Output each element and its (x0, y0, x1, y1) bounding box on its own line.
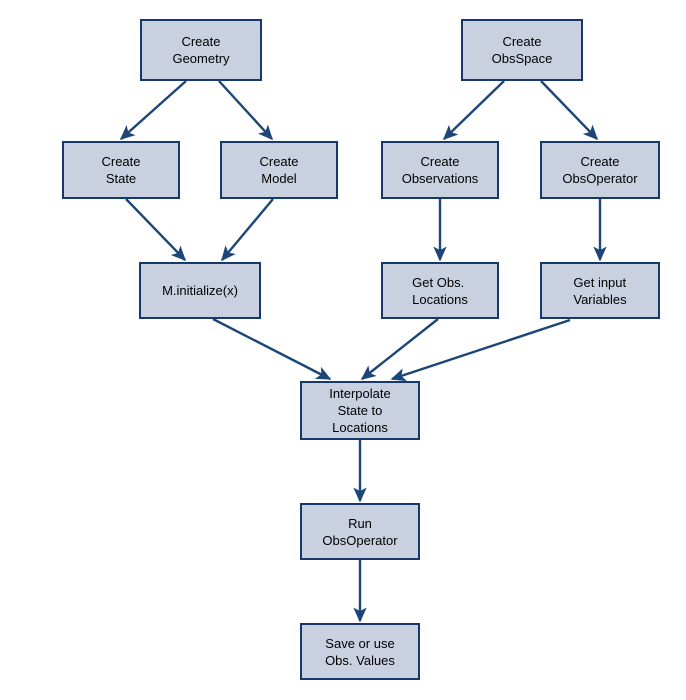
edge-obsspace-to-observations (442, 80, 505, 141)
node-create_observations[interactable]: Create Observations (381, 141, 499, 199)
node-create_obsoperator[interactable]: Create ObsOperator (540, 141, 660, 199)
edge-initialize-to-interpolate (212, 317, 332, 381)
edge-variables-to-interpolate (390, 318, 571, 382)
node-label: Save or use Obs. Values (325, 635, 395, 668)
edge-model-to-initialize (221, 198, 274, 262)
node-label: Create State (101, 154, 141, 186)
node-create_state[interactable]: Create State (62, 141, 180, 199)
edge-state-to-initialize (125, 198, 187, 262)
node-save_obs_values[interactable]: Save or use Obs. Values (300, 623, 420, 680)
node-run_obsoperator[interactable]: Run ObsOperator (300, 503, 420, 560)
node-label: Create Model (259, 154, 299, 186)
node-label: Create ObsSpace (491, 34, 553, 66)
node-interpolate[interactable]: Interpolate State to Locations (300, 381, 420, 440)
node-label: M.initialize(x) (162, 283, 238, 298)
node-get_input_variables[interactable]: Get input Variables (540, 262, 660, 319)
edge-locations-to-interpolate (360, 318, 439, 380)
node-label: Get Obs. Locations (412, 274, 468, 307)
node-label: Get input Variables (573, 274, 627, 307)
node-label: Create ObsOperator (562, 154, 638, 186)
node-create_obsspace[interactable]: Create ObsSpace (461, 19, 583, 81)
edge-geometry-to-model (218, 80, 273, 141)
node-label: Run ObsOperator (322, 515, 398, 548)
node-get_obs_locations[interactable]: Get Obs. Locations (381, 262, 499, 319)
node-create_geometry[interactable]: Create Geometry (140, 19, 262, 81)
node-label: Create Observations (401, 154, 479, 186)
node-create_model[interactable]: Create Model (220, 141, 338, 199)
node-label: Interpolate State to Locations (329, 386, 391, 435)
edge-geometry-to-state (119, 80, 187, 140)
node-m_initialize[interactable]: M.initialize(x) (139, 262, 261, 319)
node-label: Create Geometry (172, 34, 230, 66)
edge-obsspace-to-obsoperator (540, 80, 599, 141)
